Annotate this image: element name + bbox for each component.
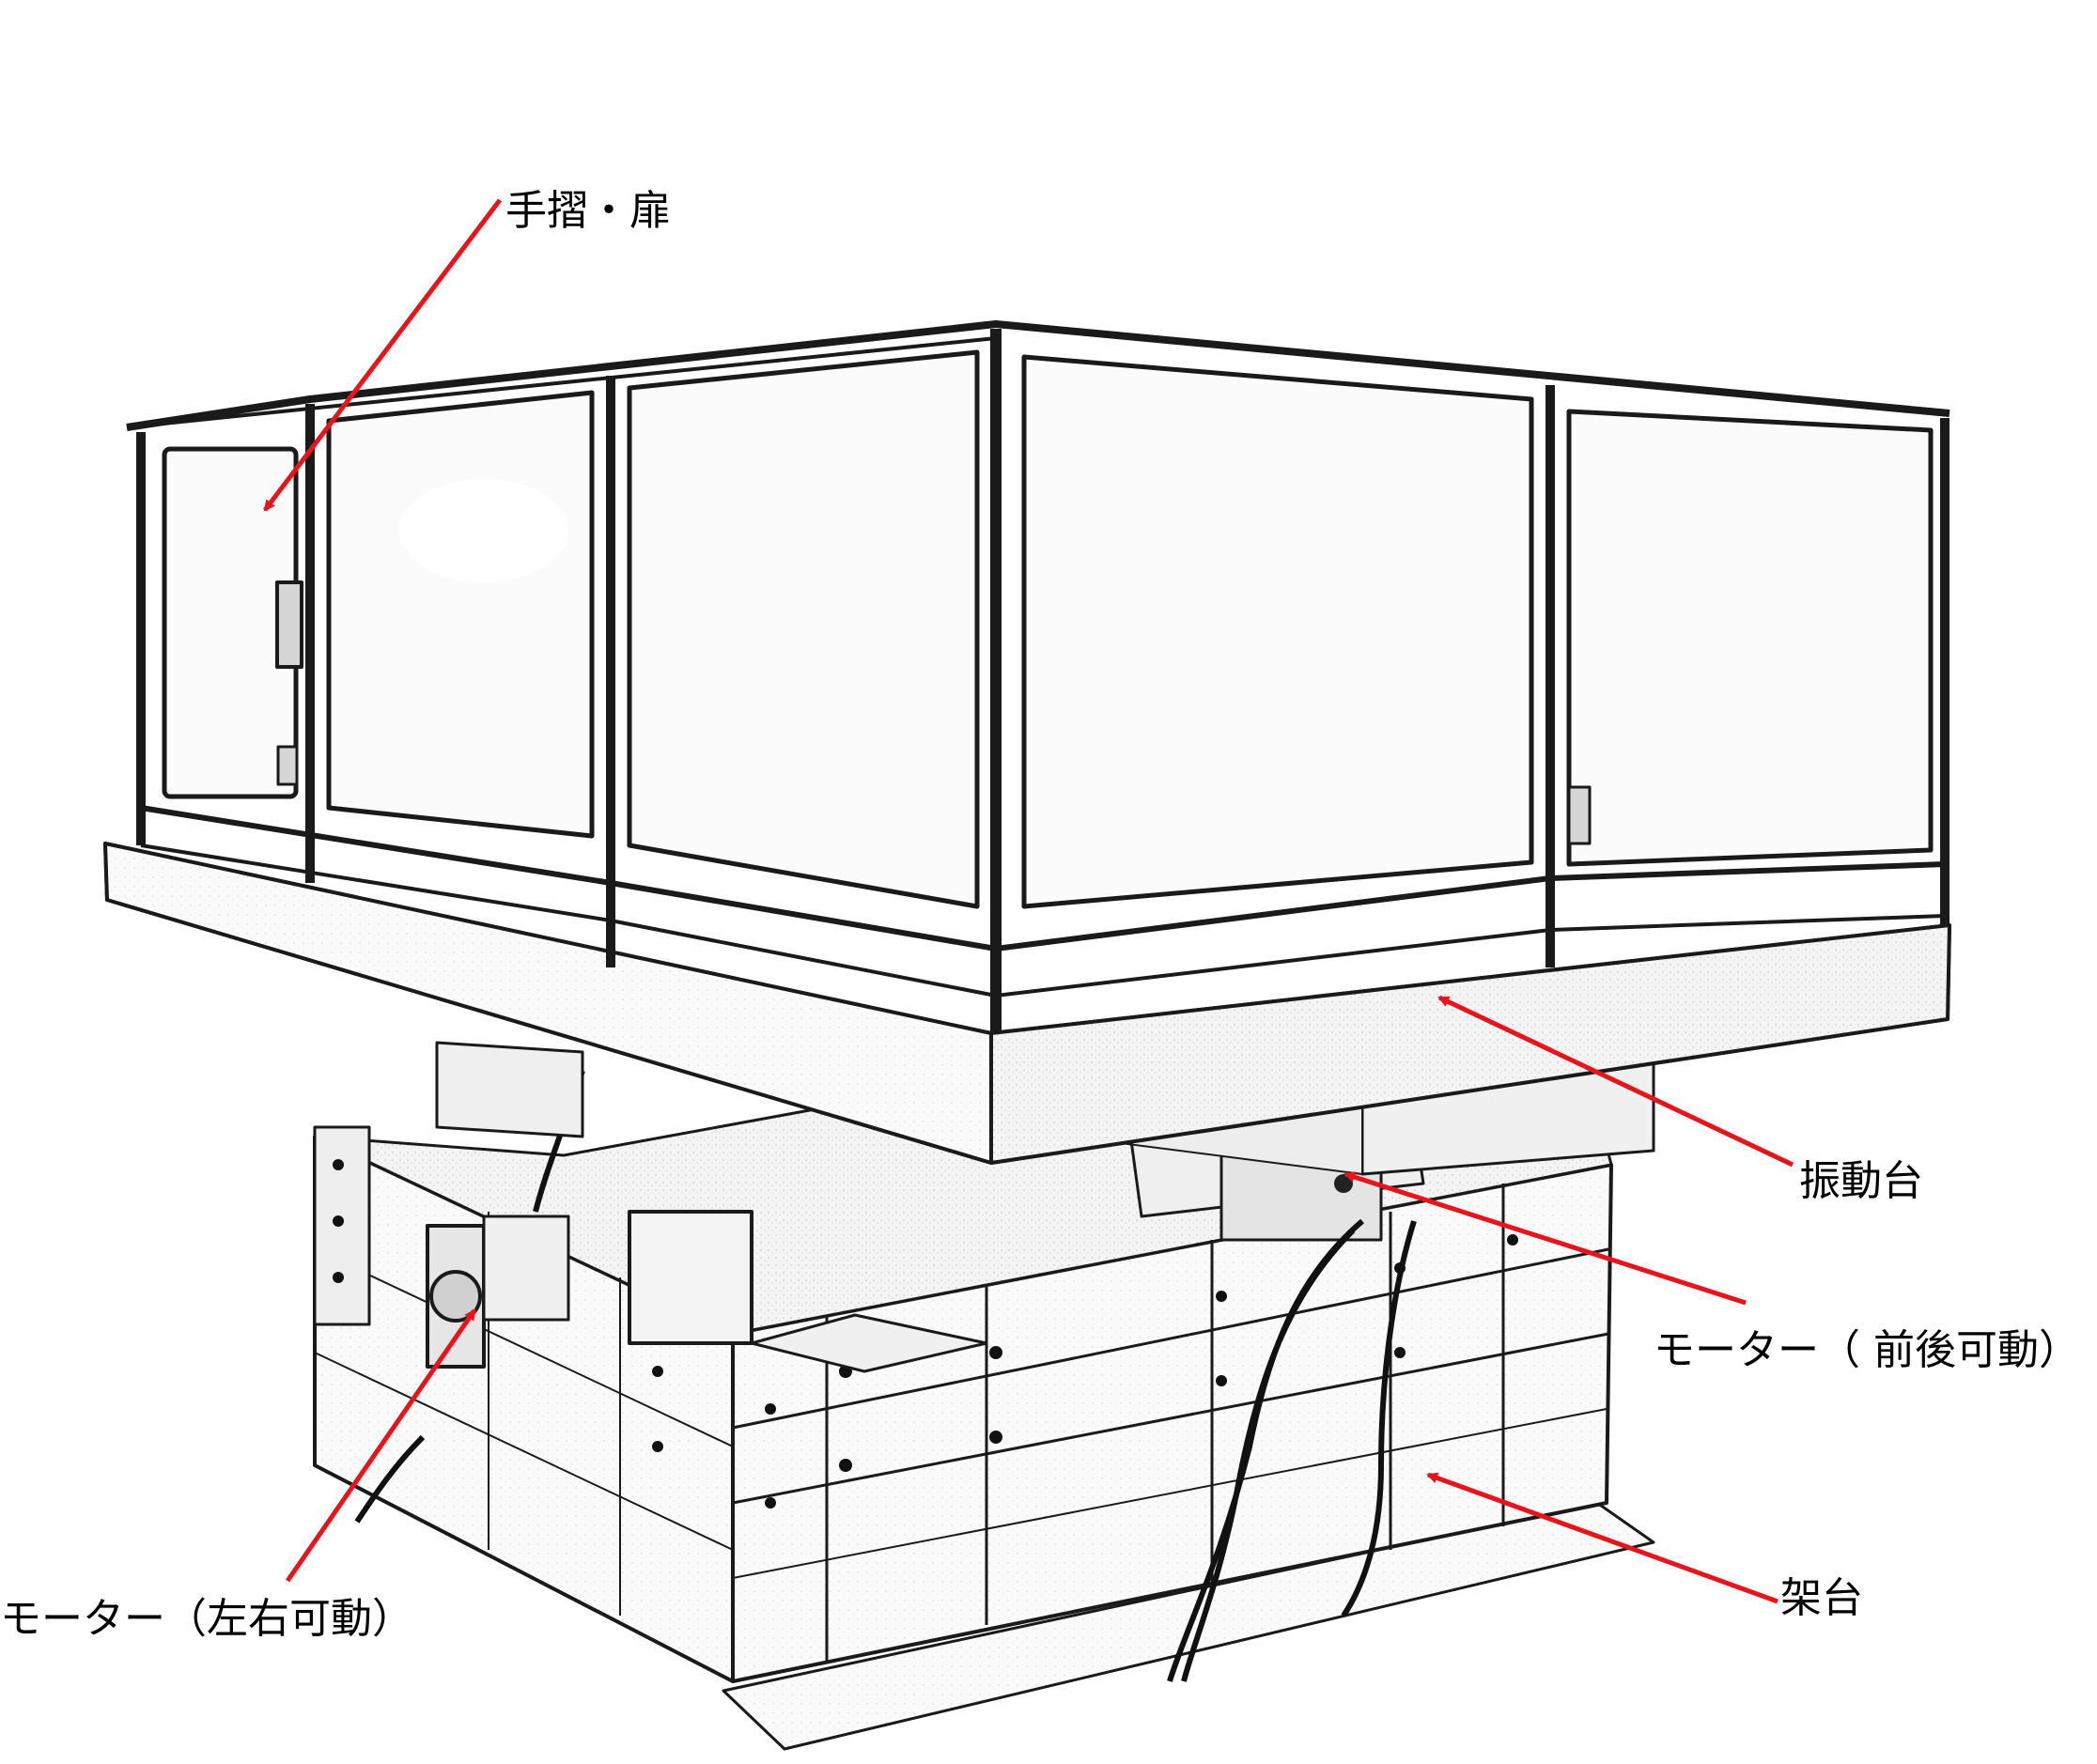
label-motor-front-back: モーター（ 前後可動） [1654, 1326, 2080, 1374]
handrail-cage-illustration [126, 320, 1950, 1033]
arrow-vibration-table [1437, 995, 1794, 1168]
frame-base-illustration [313, 1050, 1655, 1751]
arrow-motor-front-back [1344, 1171, 1747, 1306]
arrow-frame-base [1426, 1472, 1779, 1604]
arrow-handrail-door [263, 198, 502, 512]
label-handrail-door: 手摺・扉 [505, 187, 671, 235]
label-vibration-table: 振動台 [1799, 1157, 1923, 1205]
motor-left-right-illustration [426, 1215, 570, 1369]
callout-arrows [263, 198, 1794, 1604]
cables [354, 1070, 1417, 1682]
label-motor-left-right: モーター（左右可動） [0, 1595, 413, 1643]
machine-illustration [103, 320, 1951, 1751]
arrow-motor-left-right [285, 1308, 477, 1583]
label-frame-base: 架台 [1780, 1574, 1863, 1622]
